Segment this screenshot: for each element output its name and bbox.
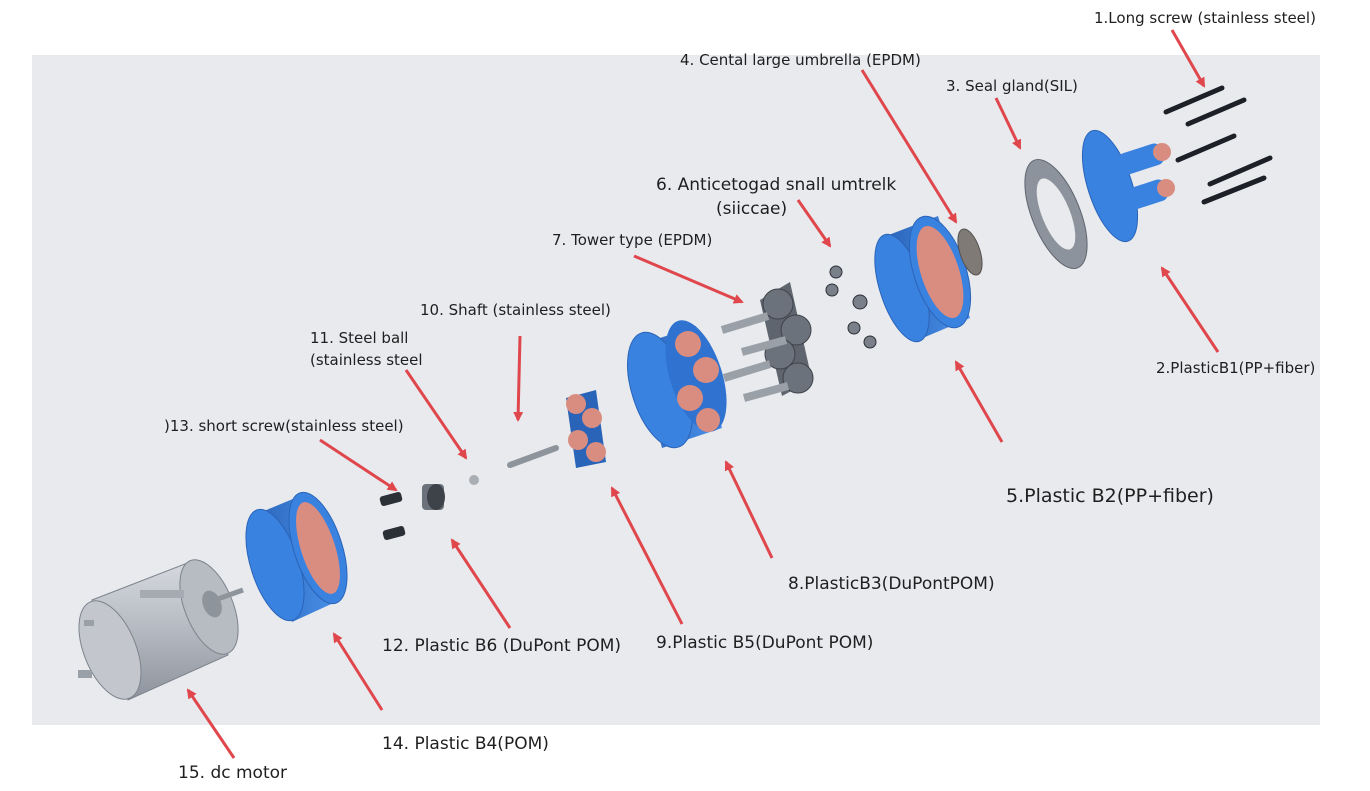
- tower-type-part: [720, 282, 814, 402]
- label-plastic-b3: 8.PlasticB3(DuPontPOM): [788, 574, 995, 594]
- shaft: [507, 445, 559, 468]
- label-short-screw: )13. short screw(stainless steel): [164, 417, 404, 435]
- label-plastic-b6: 12. Plastic B6 (DuPont POM): [382, 636, 622, 656]
- label-seal-gland: 3. Seal gland(SIL): [946, 77, 1078, 95]
- label-long-screw: 1.Long screw (stainless steel): [1094, 9, 1316, 27]
- short-screws: [379, 491, 406, 541]
- steel-ball: [469, 475, 479, 485]
- plastic-b6-part: [422, 484, 445, 510]
- label-steel-ball-line1: 11. Steel ball: [310, 329, 409, 347]
- label-steel-ball-line2: (stainless steel: [310, 351, 423, 369]
- label-central-large-umbrella: 4. Cental large umbrella (EPDM): [680, 51, 921, 69]
- label-shaft: 10. Shaft (stainless steel): [420, 301, 611, 319]
- plastic-b5-part: [566, 390, 606, 468]
- plastic-b3-part: [627, 320, 727, 449]
- label-small-umbrella-line1: 6. Anticetogad snall umtrelk: [656, 175, 897, 195]
- label-dc-motor: 15. dc motor: [178, 763, 287, 783]
- label-plastic-b4: 14. Plastic B4(POM): [382, 734, 549, 754]
- small-umbrellas: [825, 265, 877, 349]
- label-tower-type: 7. Tower type (EPDM): [552, 231, 713, 249]
- plastic-b2-part: [874, 215, 972, 343]
- plastic-b4-part: [245, 491, 348, 622]
- label-plastic-b1: 2.PlasticB1(PP+fiber): [1156, 359, 1316, 377]
- label-small-umbrella-line2: (siiccae): [716, 199, 788, 219]
- long-screws: [1163, 85, 1273, 205]
- label-plastic-b5: 9.Plastic B5(DuPont POM): [656, 633, 874, 653]
- label-plastic-b2: 5.Plastic B2(PP+fiber): [1006, 485, 1214, 507]
- central-large-umbrella: [957, 228, 983, 276]
- seal-gland: [1024, 158, 1088, 270]
- dc-motor: [78, 559, 244, 701]
- plastic-b1-part: [1081, 129, 1175, 243]
- callout-arrows: [186, 29, 1220, 759]
